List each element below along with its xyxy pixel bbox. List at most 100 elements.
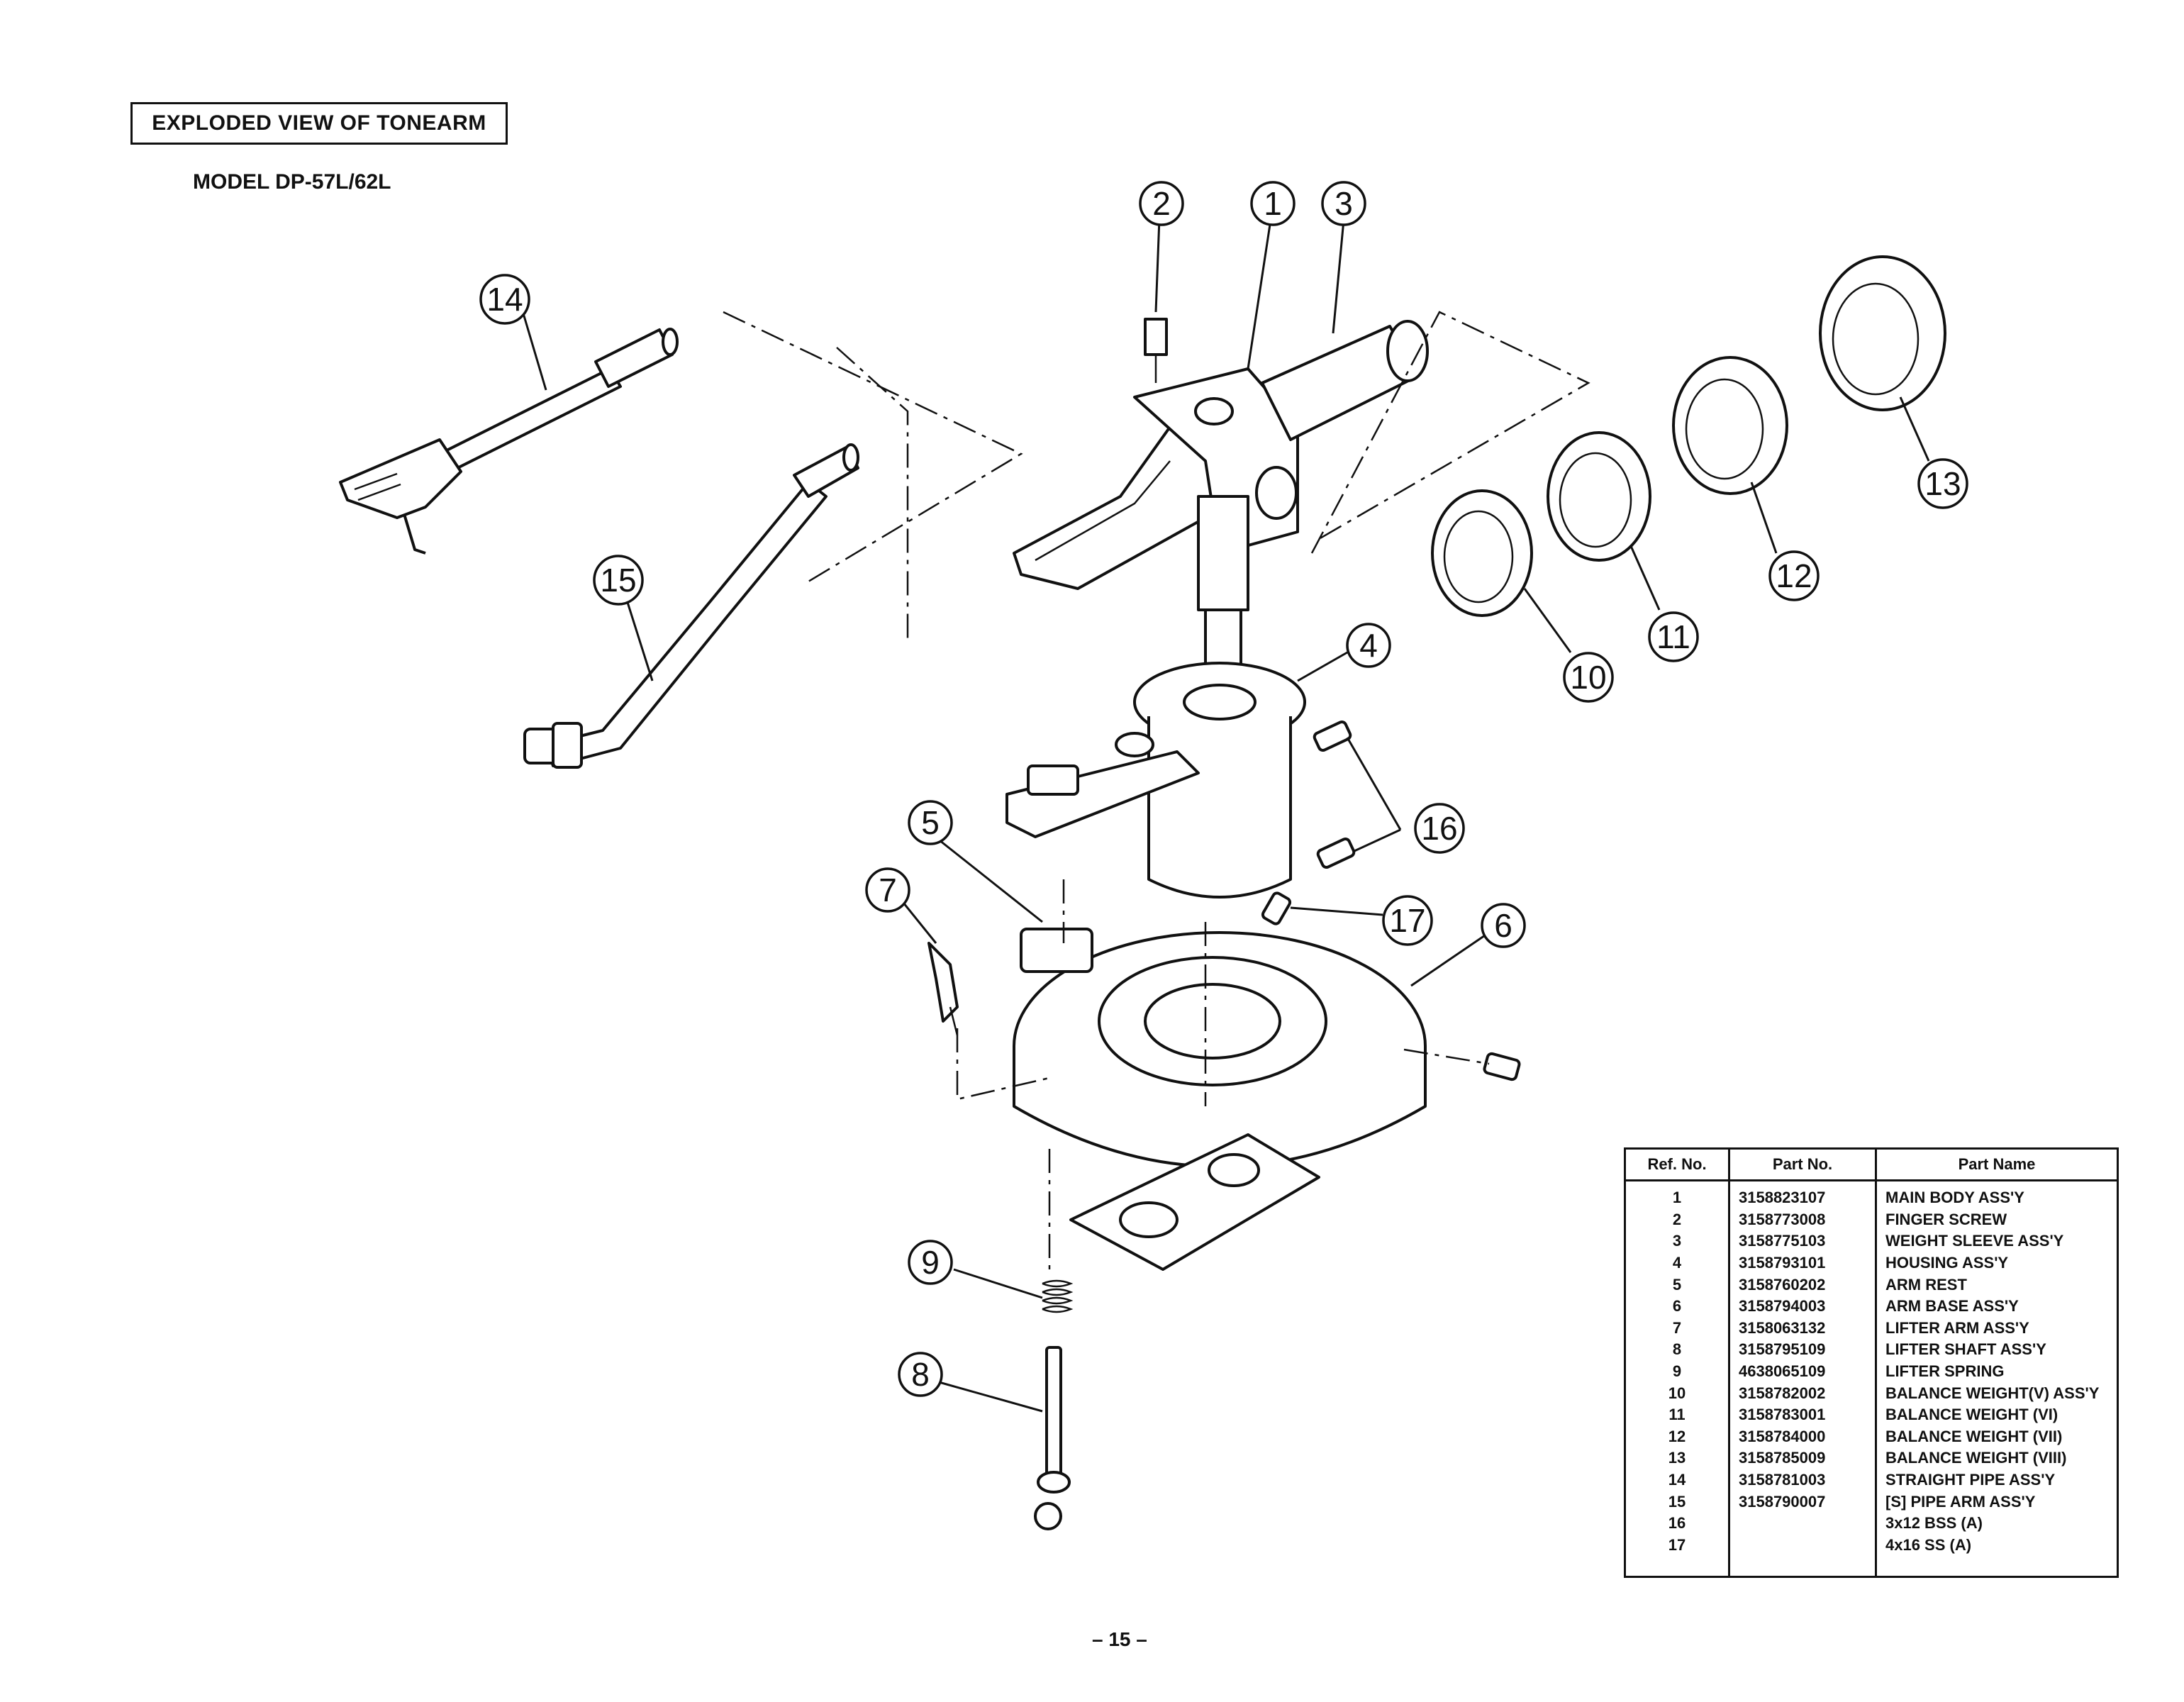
part-no-cell: 3158063132 <box>1729 1317 1877 1340</box>
svg-text:7: 7 <box>879 872 897 908</box>
lifter-shaft-part <box>1034 1346 1071 1530</box>
callout-5: 5 <box>908 800 953 845</box>
ref-no-cell: 10 <box>1625 1382 1730 1404</box>
part-name-cell: BALANCE WEIGHT (VII) <box>1885 1427 2063 1445</box>
callout-12: 12 <box>1768 550 1820 601</box>
svg-text:13: 13 <box>1924 465 1961 502</box>
part-no-cell: 3158784000 <box>1729 1425 1877 1448</box>
housing-part <box>1005 662 1306 899</box>
ref-no-cell: 12 <box>1625 1425 1730 1448</box>
svg-text:17: 17 <box>1389 902 1425 939</box>
screw-parts <box>1261 721 1521 1081</box>
part-name-cell: FINGER SCREW <box>1885 1210 2007 1228</box>
callout-13: 13 <box>1917 458 1968 509</box>
part-no-cell: 4638065109 <box>1729 1360 1877 1383</box>
part-no-cell: 3158773008 <box>1729 1208 1877 1231</box>
ref-no-cell: 5 <box>1625 1274 1730 1296</box>
ref-no-cell: 1 <box>1625 1180 1730 1209</box>
svg-text:6: 6 <box>1494 907 1512 944</box>
part-no-cell <box>1729 1512 1877 1535</box>
s-pipe-arm-part <box>523 443 859 769</box>
svg-text:5: 5 <box>921 804 940 841</box>
arm-base-part <box>1013 928 1427 1271</box>
part-no-cell: 3158794003 <box>1729 1295 1877 1318</box>
part-name-cell: BALANCE WEIGHT (VIII) <box>1885 1449 2067 1467</box>
callout-6: 6 <box>1481 903 1526 948</box>
callout-7: 7 <box>865 867 910 913</box>
page-number: – 15 – <box>1092 1628 1147 1650</box>
part-no-cell: 3158775103 <box>1729 1230 1877 1252</box>
callout-2: 2 <box>1139 181 1184 226</box>
ref-no-cell: 8 <box>1625 1339 1730 1361</box>
part-no-cell: 3158760202 <box>1729 1274 1877 1296</box>
part-no-cell: 3158795109 <box>1729 1339 1877 1361</box>
ref-no-cell: 17 <box>1625 1534 1730 1577</box>
svg-text:16: 16 <box>1421 810 1457 847</box>
callout-17: 17 <box>1382 895 1433 946</box>
balance-weight-parts <box>1431 255 1946 617</box>
part-name-cell: BALANCE WEIGHT(V) ASS'Y <box>1885 1384 2100 1402</box>
part-name-cell: LIFTER SPRING <box>1885 1362 2005 1381</box>
column-header-part-no: Part No. <box>1729 1148 1877 1181</box>
page-title: EXPLODED VIEW OF TONEARM <box>130 102 508 145</box>
part-no-cell: 3158823107 <box>1729 1180 1877 1209</box>
table-header-row: Ref. No. Part No. Part Name <box>1625 1148 2118 1181</box>
part-no-cell: 3158782002 <box>1729 1382 1877 1404</box>
model-label: MODEL DP-57L/62L <box>193 170 391 194</box>
callout-1: 1 <box>1250 181 1296 226</box>
callout-4: 4 <box>1346 623 1391 668</box>
assembly-guide-lines <box>723 311 1590 1276</box>
svg-text:11: 11 <box>1656 618 1690 655</box>
table-row: 17 4x16 SS (A) <box>1625 1534 2118 1577</box>
part-name-cell: BALANCE WEIGHT (VI) <box>1885 1406 2058 1424</box>
ref-no-cell: 4 <box>1625 1252 1730 1274</box>
lifter-arm-part <box>927 942 959 1036</box>
part-name-cell: [S] PIPE ARM ASS'Y <box>1885 1492 2036 1511</box>
svg-text:9: 9 <box>921 1244 940 1281</box>
column-header-part-name: Part Name <box>1876 1148 2118 1181</box>
part-no-cell: 3158783001 <box>1729 1403 1877 1426</box>
part-no-cell: 3158785009 <box>1729 1447 1877 1469</box>
part-name-cell: LIFTER SHAFT ASS'Y <box>1885 1340 2046 1359</box>
part-name-cell: MAIN BODY ASS'Y <box>1885 1189 2024 1207</box>
ref-no-cell: 7 <box>1625 1317 1730 1340</box>
ref-no-cell: 14 <box>1625 1469 1730 1491</box>
callout-10: 10 <box>1563 652 1614 703</box>
part-no-cell: 3158793101 <box>1729 1252 1877 1274</box>
callout-8: 8 <box>898 1352 943 1397</box>
ref-no-cell: 2 <box>1625 1208 1730 1231</box>
part-name-cell: HOUSING ASS'Y <box>1885 1254 2009 1272</box>
ref-no-cell: 11 <box>1625 1403 1730 1426</box>
part-name-cell: ARM BASE ASS'Y <box>1885 1297 2019 1316</box>
svg-text:8: 8 <box>911 1356 930 1393</box>
column-header-ref-no: Ref. No. <box>1625 1148 1730 1181</box>
callout-11: 11 <box>1648 611 1699 662</box>
ref-no-cell: 9 <box>1625 1360 1730 1383</box>
callout-3: 3 <box>1321 181 1366 226</box>
lifter-spring-part <box>1042 1279 1074 1313</box>
part-name-cell: STRAIGHT PIPE ASS'Y <box>1885 1471 2056 1489</box>
part-no-cell: 3158781003 <box>1729 1469 1877 1491</box>
ref-no-cell: 13 <box>1625 1447 1730 1469</box>
leader-lines <box>520 218 1930 1413</box>
svg-text:12: 12 <box>1776 557 1812 594</box>
svg-text:15: 15 <box>600 562 636 599</box>
part-name-cell: 4x16 SS (A) <box>1885 1535 1972 1554</box>
ref-no-cell: 15 <box>1625 1491 1730 1513</box>
callout-14: 14 <box>479 274 530 325</box>
part-name-cell: ARM REST <box>1885 1275 1967 1294</box>
